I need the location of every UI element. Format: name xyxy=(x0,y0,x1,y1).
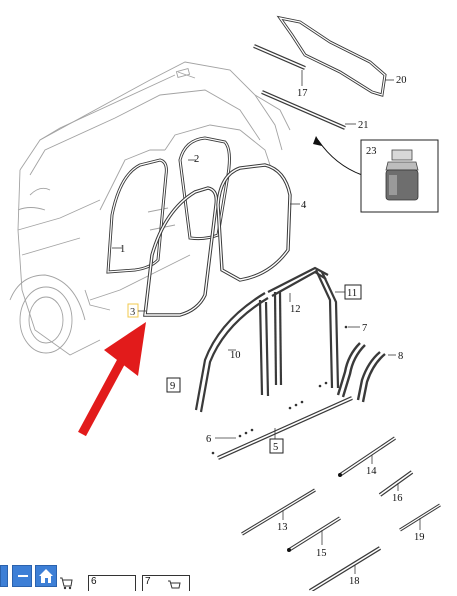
part-12-rear-frame-molding xyxy=(267,266,340,389)
callout-7: 7 xyxy=(362,323,367,334)
red-pointer-arrow xyxy=(78,322,146,437)
part-16-strip xyxy=(378,470,414,497)
part-13-strip xyxy=(241,488,316,536)
part-18-strip xyxy=(308,546,382,593)
highlight-box-3 xyxy=(127,303,139,318)
part-8-seal-piece xyxy=(356,351,386,403)
callout-23: 23 xyxy=(366,146,377,157)
callout-17: 17 xyxy=(297,88,308,99)
part-17-strip xyxy=(253,44,306,70)
minus-icon xyxy=(18,575,28,577)
callout-13: 13 xyxy=(277,522,288,533)
callout-3: 3 xyxy=(130,307,135,318)
car-body-outline xyxy=(9,61,291,356)
callout-10: 10 xyxy=(230,350,241,361)
callout-12: 12 xyxy=(290,304,301,315)
part-3-door-weatherstrip xyxy=(143,186,219,317)
callout-2: 2 xyxy=(194,154,199,165)
page-thumb-a-label: 6 xyxy=(91,576,97,587)
callout-4: 4 xyxy=(301,200,307,211)
part-5-sill-strip xyxy=(211,381,353,460)
cart-icon xyxy=(168,580,181,589)
part-1-front-door-seal xyxy=(106,158,168,274)
callout-16: 16 xyxy=(392,493,403,504)
callout-11: 11 xyxy=(347,288,357,299)
home-icon xyxy=(39,569,53,583)
callout-19: 19 xyxy=(414,532,425,543)
part-4-rear-door-weatherstrip xyxy=(216,163,292,282)
callout-9: 9 xyxy=(170,381,175,392)
callout-1: 1 xyxy=(120,244,125,255)
toolbar-button-left[interactable] xyxy=(0,565,8,587)
home-button[interactable] xyxy=(35,565,57,587)
cart-icon[interactable] xyxy=(59,575,73,591)
page-thumb-b[interactable]: 7 xyxy=(142,575,190,591)
part-20-window-seal xyxy=(276,15,387,97)
part-14-strip xyxy=(338,436,397,477)
part-21-strip xyxy=(261,90,346,130)
page-thumb-a[interactable]: 6 xyxy=(88,575,136,591)
part-pillar-strip xyxy=(336,342,366,398)
part-2-rear-door-seal xyxy=(178,136,231,241)
callout-21: 21 xyxy=(358,120,369,131)
callout-14: 14 xyxy=(366,466,377,477)
viewer-toolbar: 6 7 xyxy=(0,563,210,591)
page-thumb-b-label: 7 xyxy=(145,576,151,587)
zoom-out-button[interactable] xyxy=(12,565,32,587)
callout-6: 6 xyxy=(206,434,211,445)
callout-5: 5 xyxy=(273,442,278,453)
callout-20: 20 xyxy=(396,75,407,86)
part-19-strip xyxy=(399,503,441,532)
callout-15: 15 xyxy=(316,548,327,559)
callout-8: 8 xyxy=(398,351,403,362)
pointer-arrow-23 xyxy=(317,139,363,176)
part-10-door-frame-molding xyxy=(194,292,270,413)
part-15-strip xyxy=(287,516,341,552)
callout-18: 18 xyxy=(349,576,360,587)
part-23-adhesive-box xyxy=(360,139,439,213)
